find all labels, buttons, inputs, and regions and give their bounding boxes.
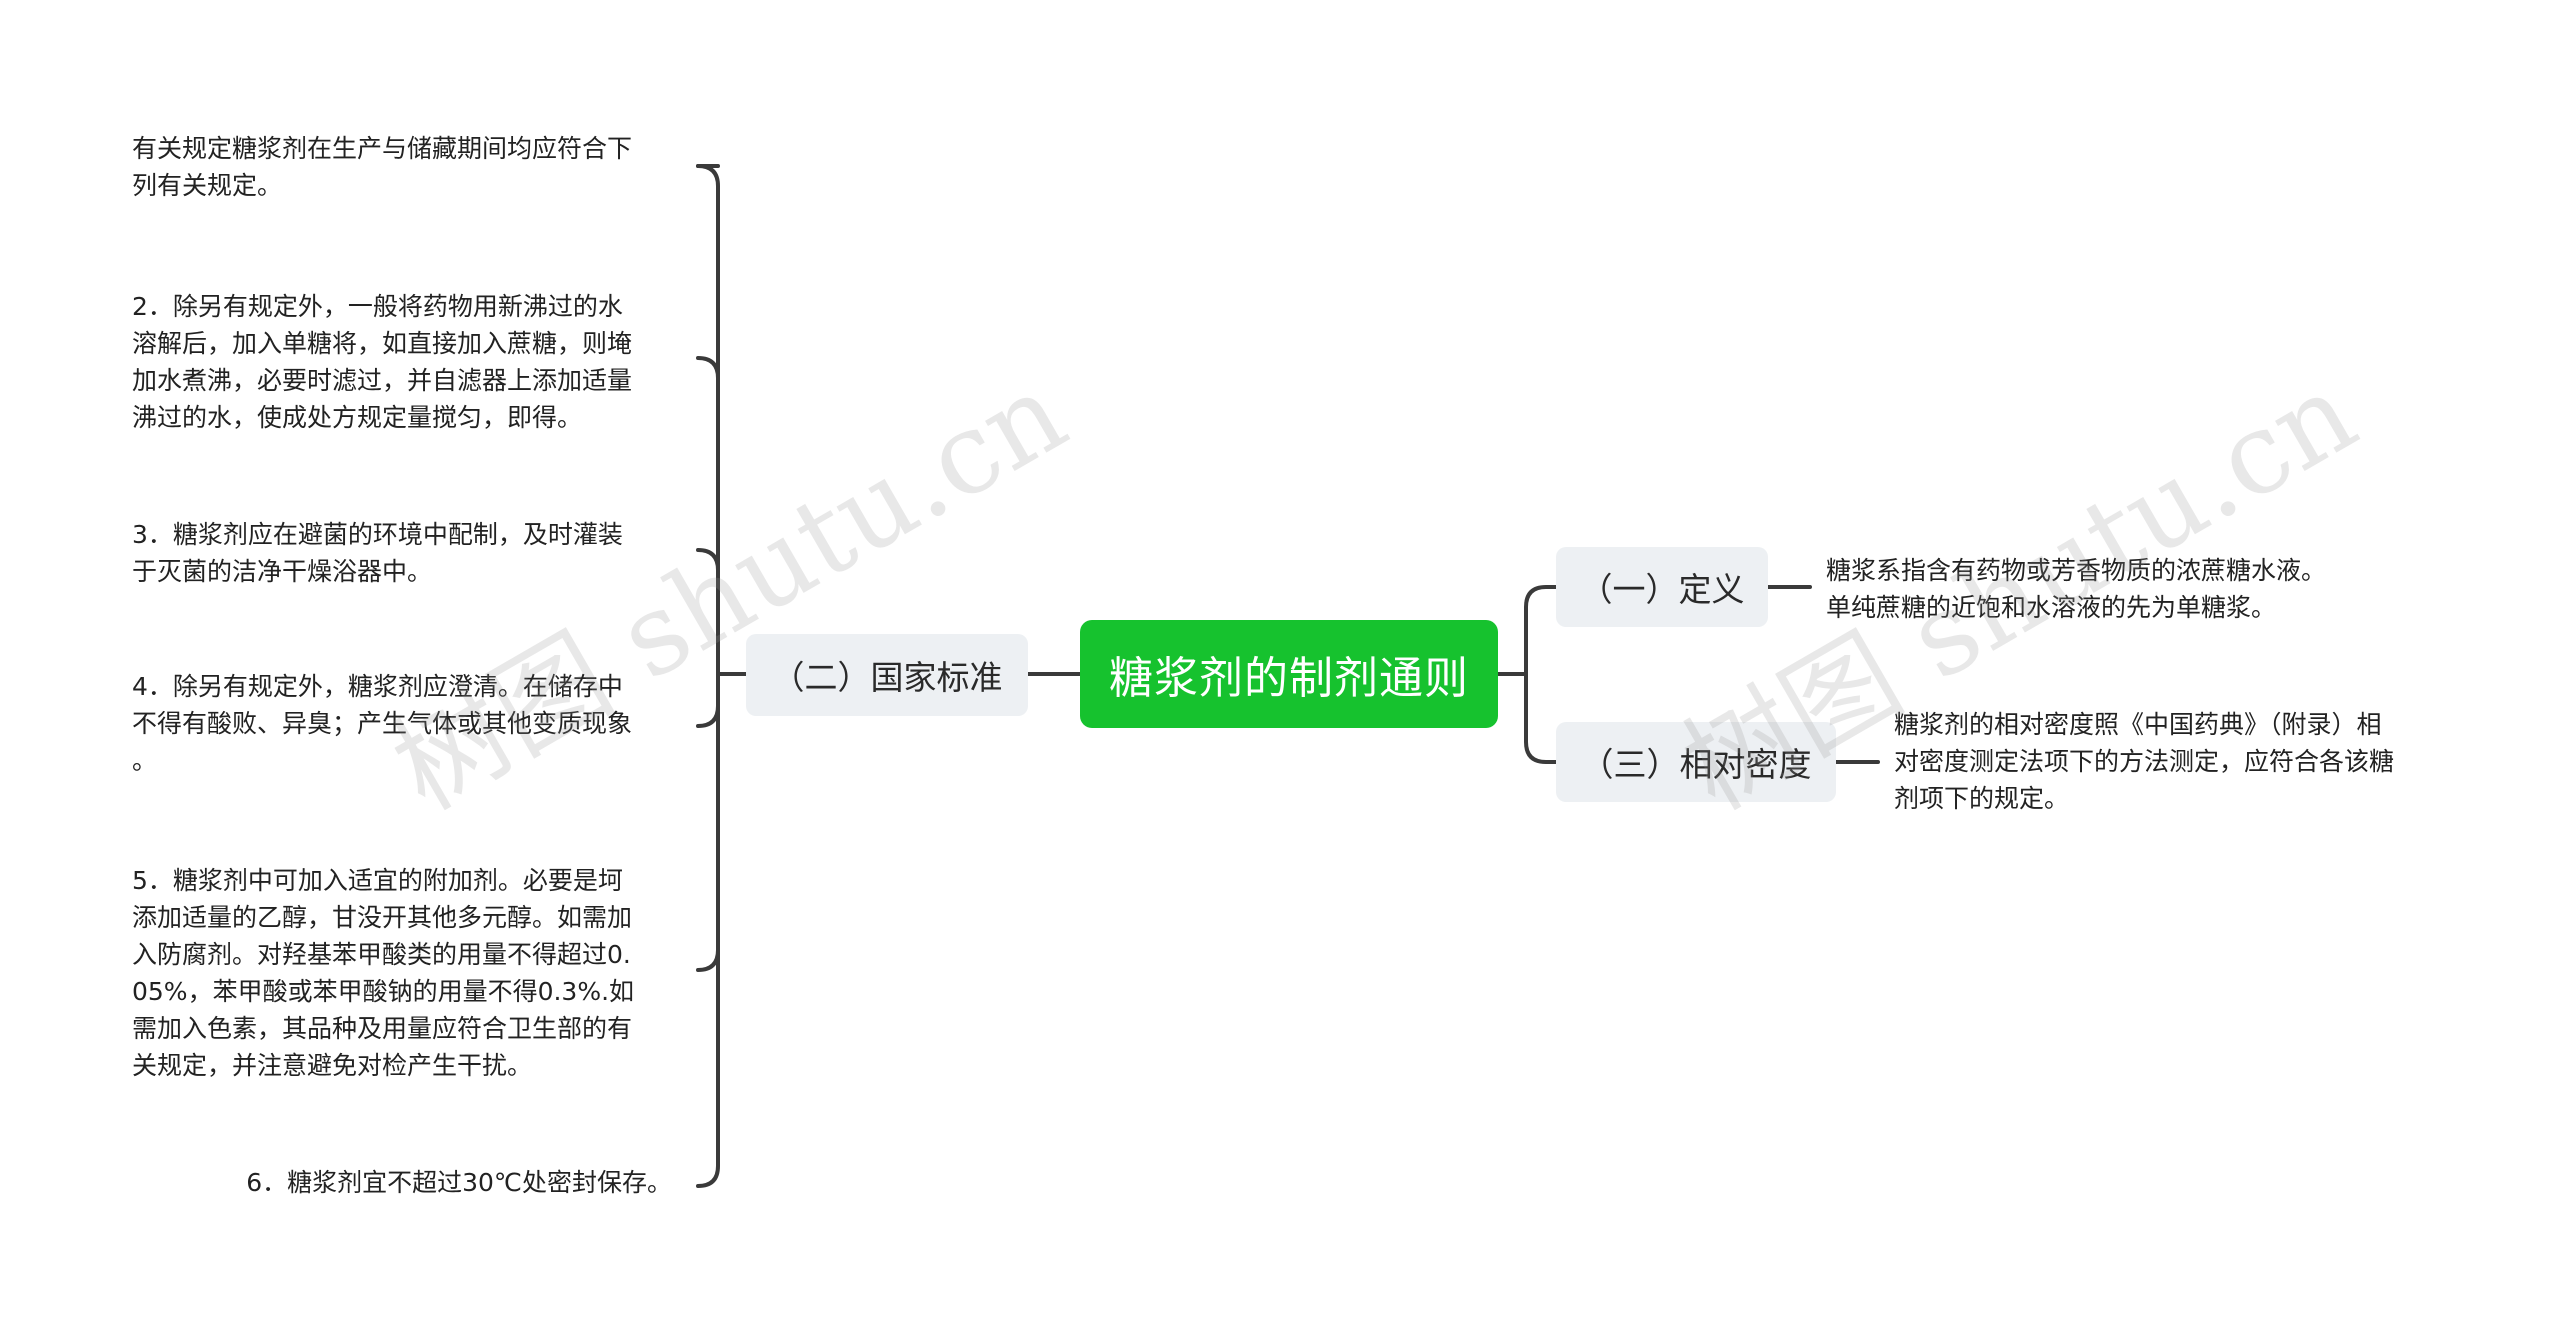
definition-leaf[interactable]: 糖浆系指含有药物或芳香物质的浓蔗糖水液。 单纯蔗糖的近饱和水溶液的先为单糖浆。 [1826, 552, 2326, 626]
leaf-line: 添加适量的乙醇，甘没开其他多元醇。如需加 [132, 903, 633, 932]
leaf-line: 不得有酸败、异臭；产生气体或其他变质现象 [132, 709, 633, 738]
leaf-line: 剂项下的规定。 [1894, 784, 2070, 813]
leaf-line: 沸过的水，使成处方规定量搅匀，即得。 [132, 403, 583, 432]
leaf-line: 单纯蔗糖的近饱和水溶液的先为单糖浆。 [1826, 593, 2277, 622]
leaf-line: 对密度测定法项下的方法测定，应符合各该糖 [1894, 747, 2395, 776]
leaf-line: 列有关规定。 [132, 171, 283, 200]
leaf-line: 5．糖浆剂中可加入适宜的附加剂。必要是坷 [132, 866, 623, 895]
branch-definition-label: （一）定义 [1579, 570, 1745, 609]
standard-leaf-6[interactable]: 6．糖浆剂宜不超过30℃处密封保存。 [222, 1164, 672, 1201]
leaf-line: 05%，苯甲酸或苯甲酸钠的用量不得0.3%.如 [132, 977, 635, 1006]
bracket-tick-4 [696, 704, 720, 728]
branch-relative-density-label: （三）相对密度 [1580, 745, 1812, 784]
leaf-line: 加水煮沸，必要时滤过，并自滤器上添加适量 [132, 366, 633, 395]
leaf-line: 入防腐剂。对羟基苯甲酸类的用量不得超过0. [132, 940, 631, 969]
leaf-line: 于灭菌的洁净干燥浴器中。 [132, 557, 433, 586]
density-leaf[interactable]: 糖浆剂的相对密度照《中国药典》（附录）相 对密度测定法项下的方法测定，应符合各该… [1894, 706, 2394, 817]
leaf-line: 糖浆系指含有药物或芳香物质的浓蔗糖水液。 [1826, 556, 2327, 585]
root-label: 糖浆剂的制剂通则 [1109, 653, 1469, 704]
leaf-line: 。 [132, 746, 158, 775]
root-node[interactable]: 糖浆剂的制剂通则 [1080, 620, 1498, 728]
standard-leaf-2[interactable]: 2．除另有规定外，一般将药物用新沸过的水 溶解后，加入单糖将，如直接加入蔗糖，则… [132, 288, 632, 436]
bracket-tick-3 [696, 548, 720, 572]
branch-national-standard-label: （二）国家标准 [771, 658, 1003, 697]
connector-right-density [1524, 672, 1558, 764]
branch-national-standard[interactable]: （二）国家标准 [746, 634, 1028, 716]
connector-right-definition [1524, 585, 1558, 676]
branch-relative-density[interactable]: （三）相对密度 [1556, 722, 1836, 802]
leaf-line: 糖浆剂的相对密度照《中国药典》（附录）相 [1894, 710, 2382, 739]
bracket-standard [696, 164, 720, 1188]
leaf-line: 2．除另有规定外，一般将药物用新沸过的水 [132, 292, 623, 321]
leaf-line: 6．糖浆剂宜不超过30℃处密封保存。 [246, 1168, 672, 1197]
bracket-tick-2 [696, 356, 720, 380]
standard-leaf-4[interactable]: 4．除另有规定外，糖浆剂应澄清。在储存中 不得有酸败、异臭；产生气体或其他变质现… [132, 668, 632, 779]
standard-leaf-5[interactable]: 5．糖浆剂中可加入适宜的附加剂。必要是坷 添加适量的乙醇，甘没开其他多元醇。如需… [132, 862, 634, 1084]
leaf-line: 关规定，并注意避免对检产生干扰。 [132, 1051, 533, 1080]
standard-leaf-3[interactable]: 3．糖浆剂应在避菌的环境中配制，及时灌装 于灭菌的洁净干燥浴器中。 [132, 516, 623, 590]
leaf-line: 有关规定糖浆剂在生产与储藏期间均应符合下 [132, 134, 633, 163]
standard-leaf-1[interactable]: 有关规定糖浆剂在生产与储藏期间均应符合下 列有关规定。 [132, 130, 632, 204]
leaf-line: 溶解后，加入单糖将，如直接加入蔗糖，则埯 [132, 329, 633, 358]
bracket-tick-5 [696, 948, 720, 972]
leaf-line: 需加入色素，其品种及用量应符合卫生部的有 [132, 1014, 633, 1043]
leaf-line: 4．除另有规定外，糖浆剂应澄清。在储存中 [132, 672, 623, 701]
leaf-line: 3．糖浆剂应在避菌的环境中配制，及时灌装 [132, 520, 623, 549]
branch-definition[interactable]: （一）定义 [1556, 547, 1768, 627]
